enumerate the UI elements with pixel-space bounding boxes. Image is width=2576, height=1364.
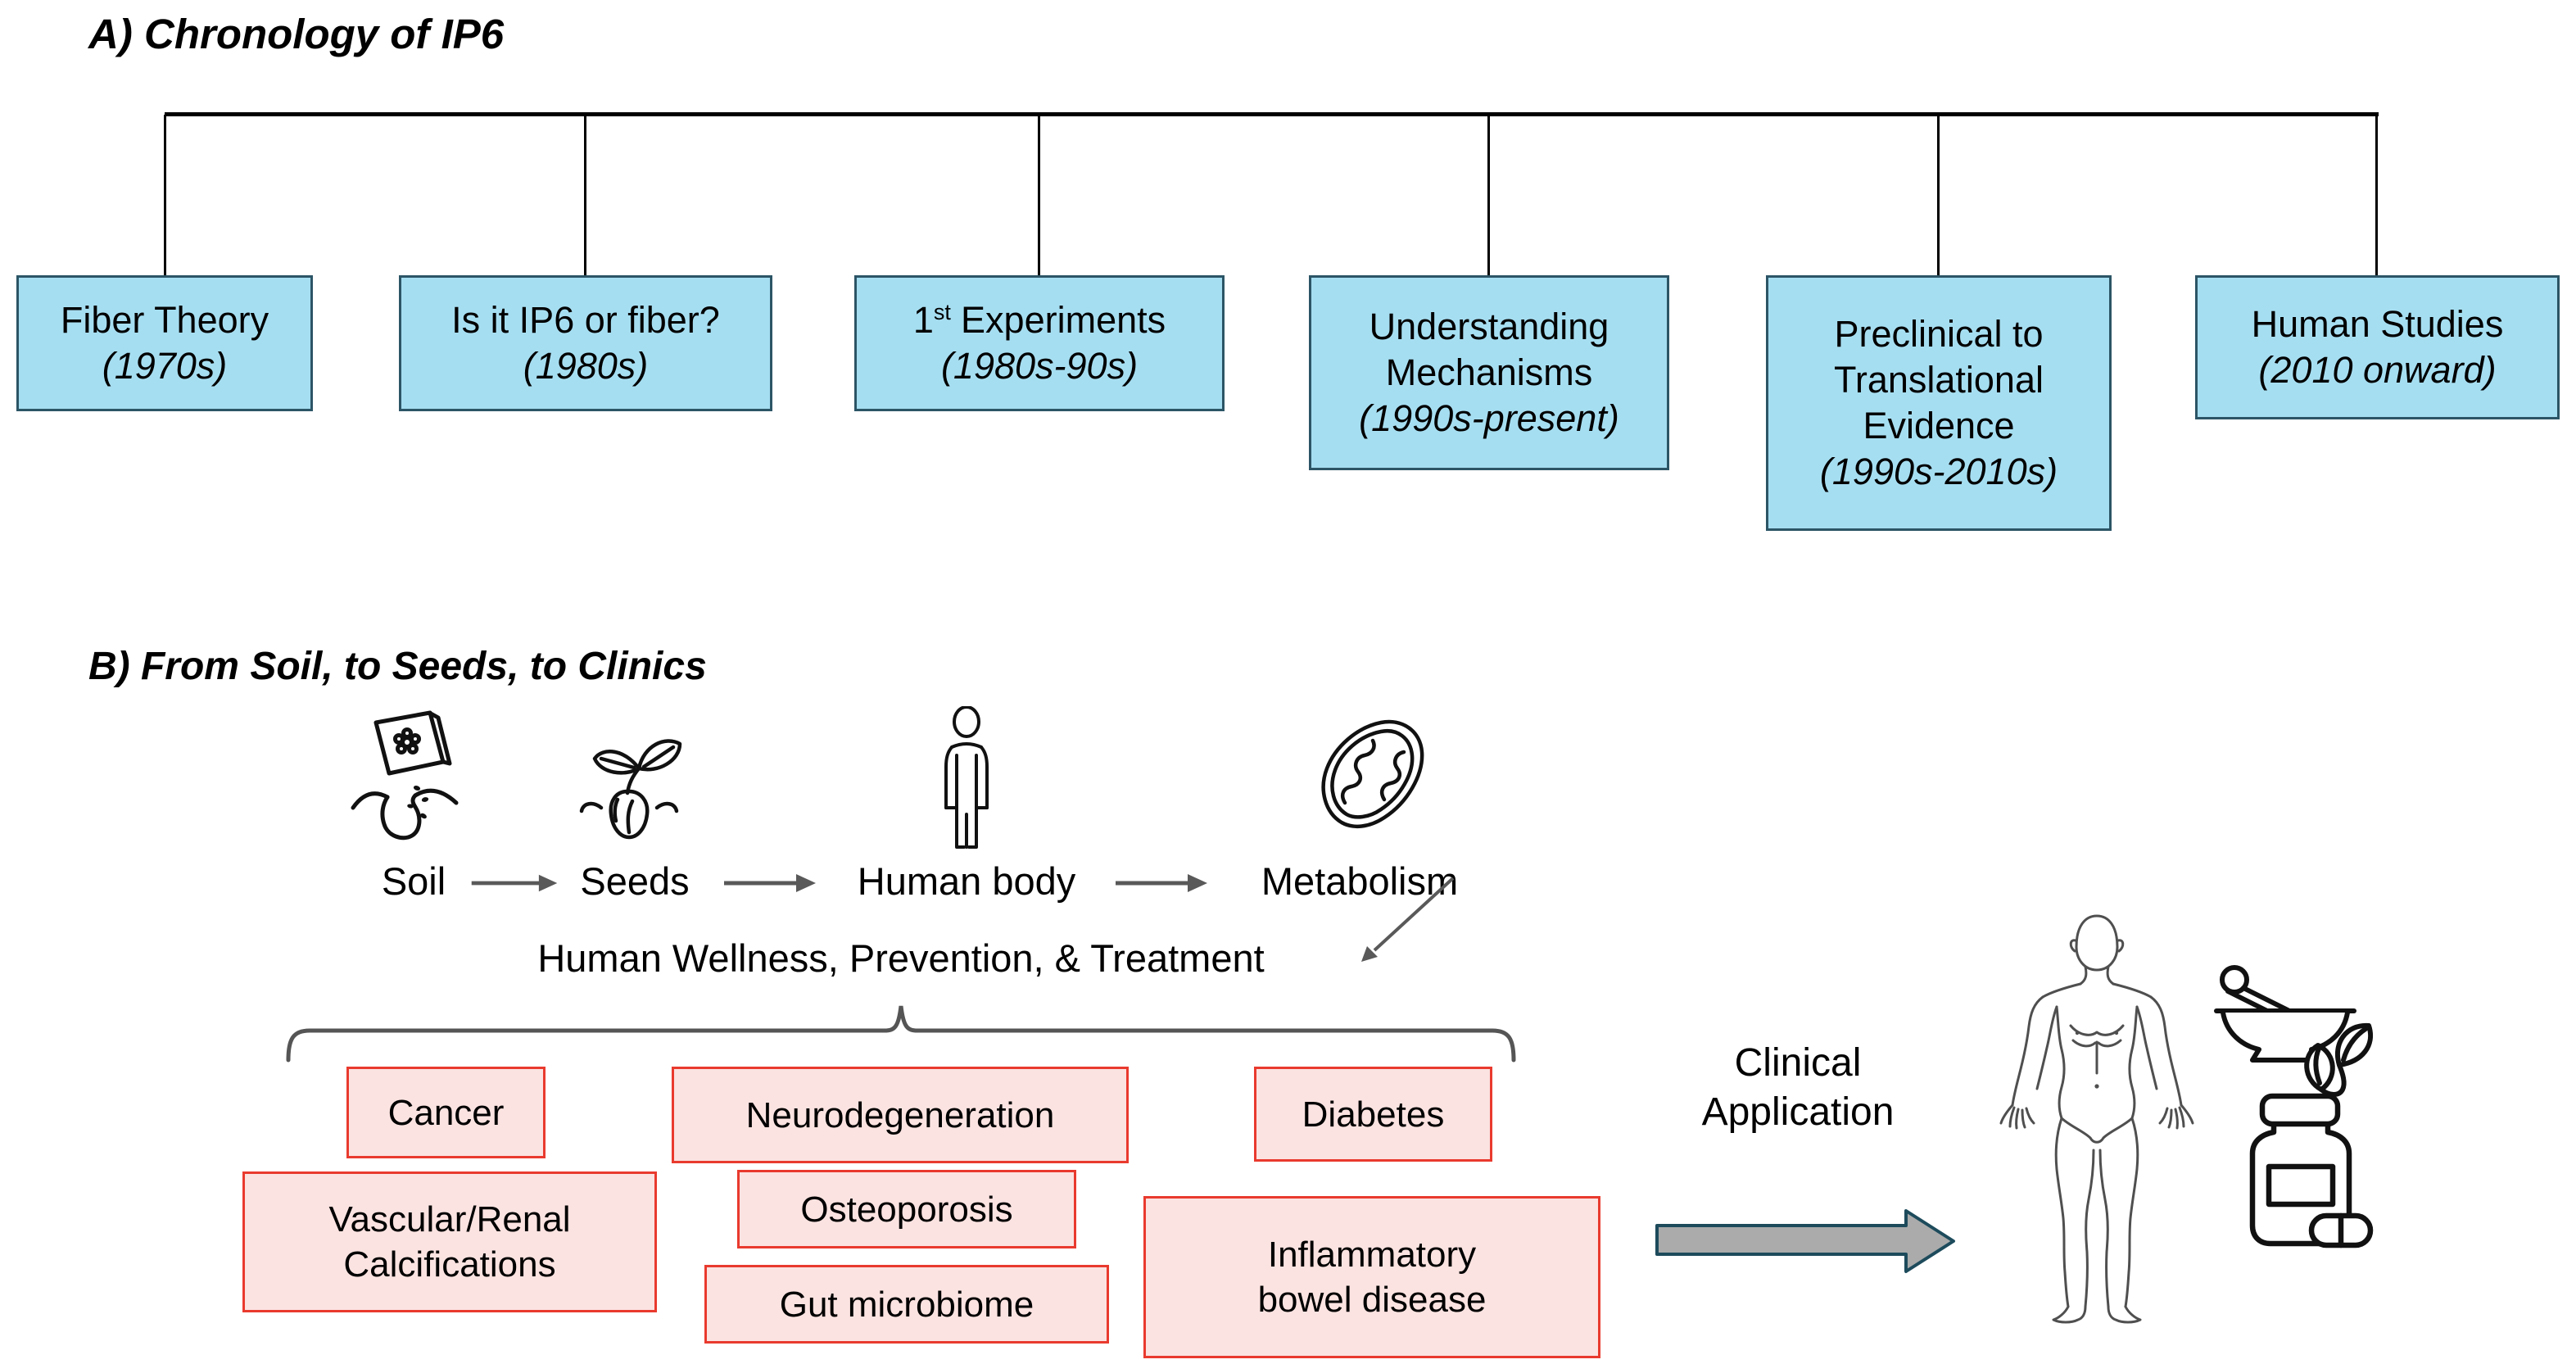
condition-box-gut-microbiome: Gut microbiome bbox=[704, 1265, 1109, 1344]
timeline-box-ip6-or-fiber: Is it IP6 or fiber? (1980s) bbox=[399, 275, 772, 411]
timeline-box-title: Understanding bbox=[1369, 306, 1609, 348]
person-icon bbox=[944, 706, 989, 849]
condition-label: Cancer bbox=[387, 1092, 505, 1133]
timeline-box-date: (1990s-present) bbox=[1359, 397, 1619, 439]
ordinal-number: 1 bbox=[912, 299, 934, 342]
condition-box-neurodegeneration: Neurodegeneration bbox=[672, 1067, 1129, 1163]
sprout-icon bbox=[579, 739, 682, 840]
timeline-box-title: Evidence bbox=[1863, 405, 2015, 446]
tree-connector-line bbox=[2375, 115, 2378, 277]
timeline-box-title: Fiber Theory bbox=[60, 299, 269, 342]
condition-label: Osteoporosis bbox=[800, 1189, 1013, 1230]
timeline-box-first-experiments: 1st Experiments (1980s-90s) bbox=[854, 275, 1225, 411]
timeline-box-date: (2010 onward) bbox=[2258, 349, 2497, 391]
condition-box-diabetes: Diabetes bbox=[1254, 1067, 1492, 1162]
condition-label: Calcifications bbox=[343, 1244, 556, 1285]
timeline-box-human-studies: Human Studies (2010 onward) bbox=[2195, 275, 2560, 419]
timeline-box-title: Mechanisms bbox=[1385, 351, 1593, 394]
diagonal-arrow-icon bbox=[1361, 877, 1455, 962]
timeline-box-title: Human Studies bbox=[2251, 303, 2504, 346]
timeline-box-date: (1980s-90s) bbox=[940, 345, 1139, 387]
condition-box-vascular-renal-calcifications: Vascular/Renal Calcifications bbox=[242, 1171, 657, 1312]
condition-label: bowel disease bbox=[1257, 1280, 1487, 1320]
condition-box-osteoporosis: Osteoporosis bbox=[737, 1170, 1076, 1248]
condition-box-cancer: Cancer bbox=[346, 1067, 546, 1158]
timeline-box-preclinical-translational: Preclinical to Translational Evidence (1… bbox=[1766, 275, 2112, 531]
clinical-application-label: Clinical Application bbox=[1646, 1039, 1949, 1138]
pill-bottle-icon bbox=[2249, 1093, 2374, 1248]
tree-connector-line bbox=[164, 115, 166, 277]
flow-label-human-body: Human body bbox=[857, 859, 1076, 903]
ordinal-suffix: st bbox=[933, 300, 951, 325]
wellness-heading: Human Wellness, Prevention, & Treatment bbox=[537, 936, 1265, 980]
condition-box-inflammatory-bowel-disease: Inflammatory bowel disease bbox=[1143, 1196, 1600, 1358]
seed-packet-icon bbox=[351, 710, 459, 841]
panel-b-title: B) From Soil, to Seeds, to Clinics bbox=[88, 645, 707, 688]
condition-label: Diabetes bbox=[1302, 1094, 1445, 1135]
flow-label-metabolism: Metabolism bbox=[1261, 859, 1459, 903]
timeline-box-title: Preclinical to bbox=[1834, 313, 2044, 356]
tree-connector-line bbox=[1487, 115, 1490, 277]
timeline-box-date: (1990s-2010s) bbox=[1819, 450, 2058, 492]
right-arrow-icon bbox=[1116, 874, 1207, 892]
condition-label: Gut microbiome bbox=[779, 1284, 1034, 1325]
mortar-pestle-leaves-icon bbox=[2214, 965, 2373, 1097]
condition-label: Neurodegeneration bbox=[745, 1094, 1055, 1135]
tree-connector-line bbox=[584, 115, 586, 277]
timeline-box-date: (1970s) bbox=[102, 345, 228, 387]
mitochondria-icon bbox=[1321, 719, 1424, 829]
block-arrow-icon bbox=[1655, 1209, 1955, 1273]
panel-a-title: A) Chronology of IP6 bbox=[88, 11, 505, 57]
timeline-box-title: 1st Experiments bbox=[913, 297, 1166, 343]
human-figure-icon bbox=[1999, 914, 2194, 1324]
timeline-box-understanding-mechanisms: Understanding Mechanisms (1990s-present) bbox=[1309, 275, 1669, 470]
condition-label: Inflammatory bbox=[1267, 1235, 1477, 1275]
timeline-box-title: Translational bbox=[1834, 359, 2044, 401]
condition-label: Vascular/Renal bbox=[328, 1199, 571, 1239]
tree-connector-line bbox=[1937, 115, 1940, 277]
flow-label-seeds: Seeds bbox=[580, 859, 690, 903]
clinical-application-line2: Application bbox=[1701, 1090, 1895, 1135]
clinical-application-line1: Clinical bbox=[1734, 1041, 1862, 1085]
tree-horizontal-line bbox=[165, 112, 2379, 116]
right-arrow-icon bbox=[471, 874, 558, 892]
brace-bracket bbox=[286, 1005, 1516, 1063]
right-arrow-icon bbox=[724, 874, 816, 892]
timeline-box-date: (1980s) bbox=[523, 345, 649, 387]
tree-connector-line bbox=[1038, 115, 1040, 277]
flow-label-soil: Soil bbox=[381, 859, 446, 903]
title-rest: Experiments bbox=[961, 299, 1166, 342]
timeline-box-fiber-theory: Fiber Theory (1970s) bbox=[16, 275, 313, 411]
timeline-box-title: Is it IP6 or fiber? bbox=[451, 299, 720, 342]
